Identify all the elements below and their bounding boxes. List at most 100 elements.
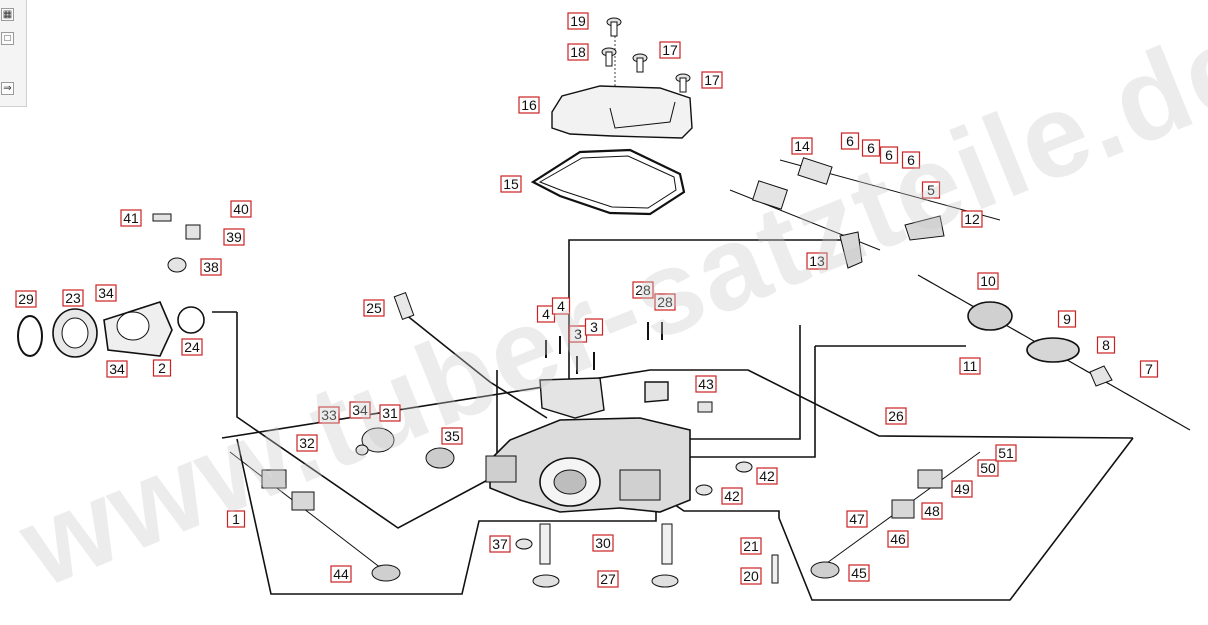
callout-box — [961, 210, 983, 228]
callout-box — [567, 43, 589, 61]
callout-box — [632, 281, 654, 299]
part-number-23: 23 — [65, 290, 81, 306]
oring — [355, 444, 369, 456]
frame-icon[interactable]: □ — [1, 32, 14, 45]
callout-box — [840, 132, 860, 150]
callout-box — [740, 567, 762, 585]
callout-box — [318, 406, 340, 424]
callout-box — [106, 360, 128, 378]
part-number-14: 14 — [794, 138, 810, 154]
callout-box — [152, 359, 172, 377]
part-number-48: 48 — [924, 503, 940, 519]
part-number-34: 34 — [352, 402, 368, 418]
part-number-51: 51 — [998, 445, 1014, 461]
part-number-25: 25 — [366, 300, 382, 316]
callout-box — [379, 404, 401, 422]
part-number-21: 21 — [743, 538, 759, 554]
dowel-pin-right — [661, 523, 673, 565]
callout-box — [223, 228, 245, 246]
callout-box — [846, 510, 868, 528]
callout-box — [721, 487, 743, 505]
head-fin — [619, 469, 661, 501]
exhaust-stud-boss — [485, 455, 517, 483]
part-number-31: 31 — [382, 405, 398, 421]
rocker-arm-b — [904, 215, 945, 241]
part-number-6: 6 — [907, 152, 915, 168]
callout-box — [200, 258, 222, 276]
part-number-18: 18 — [570, 44, 586, 60]
dowel-pin-left — [539, 523, 551, 565]
part-number-29: 29 — [18, 291, 34, 307]
axis-line — [229, 451, 391, 576]
bolt-37 — [515, 538, 533, 550]
callout-box — [441, 427, 463, 445]
part-number-42: 42 — [759, 468, 775, 484]
part-number-41: 41 — [123, 210, 139, 226]
callout-box — [659, 41, 681, 59]
part-number-6: 6 — [885, 147, 893, 163]
part-number-28: 28 — [657, 294, 673, 310]
part-number-17: 17 — [662, 42, 678, 58]
part-number-24: 24 — [184, 339, 200, 355]
part-number-43: 43 — [698, 376, 714, 392]
sprocket-bolt-plate — [1089, 365, 1113, 387]
callout-box — [500, 175, 522, 193]
bolt-shank — [610, 21, 618, 37]
callout-box — [654, 293, 676, 311]
valve-spring-inner-right — [891, 499, 915, 519]
part-number-17: 17 — [704, 72, 720, 88]
grid-view-icon[interactable]: ▦ — [1, 8, 14, 21]
callout-box — [567, 12, 589, 30]
callout-box — [806, 252, 828, 270]
part-number-6: 6 — [846, 133, 854, 149]
callout-box — [951, 480, 973, 498]
part-number-12: 12 — [964, 211, 980, 227]
arrow-right-icon[interactable]: ⇒ — [1, 82, 14, 95]
viewer-toolbar: ▦ □ ⇒ — [0, 0, 27, 107]
valve-spring-outer-right — [917, 469, 943, 489]
callout-box — [861, 139, 881, 157]
callout-box — [791, 137, 813, 155]
callout-box — [296, 434, 318, 452]
exhaust-valve-head — [810, 561, 840, 579]
callout-box — [879, 146, 899, 164]
part-number-4: 4 — [557, 298, 565, 314]
part-number-30: 30 — [595, 535, 611, 551]
assembly-lines — [212, 20, 1191, 601]
part-number-39: 39 — [226, 229, 242, 245]
callout-box — [518, 96, 540, 114]
callout-box — [977, 272, 999, 290]
callout-box — [584, 318, 604, 336]
callout-box — [330, 565, 352, 583]
callout-box — [1139, 360, 1159, 378]
part-number-34: 34 — [109, 361, 125, 377]
callout-box — [120, 209, 142, 227]
part-number-27: 27 — [600, 571, 616, 587]
sensor-connector — [185, 224, 201, 240]
part-number-34: 34 — [98, 285, 114, 301]
valve-cover-detail — [609, 101, 676, 129]
part-number-44: 44 — [333, 566, 349, 582]
bolt-42a — [735, 461, 753, 473]
intake-manifold-bore — [61, 317, 89, 349]
part-number-6: 6 — [867, 140, 875, 156]
bolt-shank — [636, 57, 644, 73]
thermo-housing — [361, 427, 395, 453]
part-number-11: 11 — [963, 358, 978, 374]
part-number-49: 49 — [954, 481, 970, 497]
callout-box — [995, 444, 1017, 462]
part-number-47: 47 — [849, 511, 865, 527]
oil-plug — [697, 401, 713, 413]
intake-valve-head — [371, 564, 401, 582]
rocker-shaft-end-2 — [797, 157, 833, 185]
callout-box — [95, 284, 117, 302]
intake-port-bore — [553, 469, 587, 495]
callout-box — [363, 299, 385, 317]
rocker-block-left — [539, 377, 605, 419]
callout-box — [230, 200, 252, 218]
bolt-20 — [771, 554, 779, 584]
part-number-33: 33 — [321, 407, 337, 423]
rocker-arm-a — [839, 231, 863, 269]
